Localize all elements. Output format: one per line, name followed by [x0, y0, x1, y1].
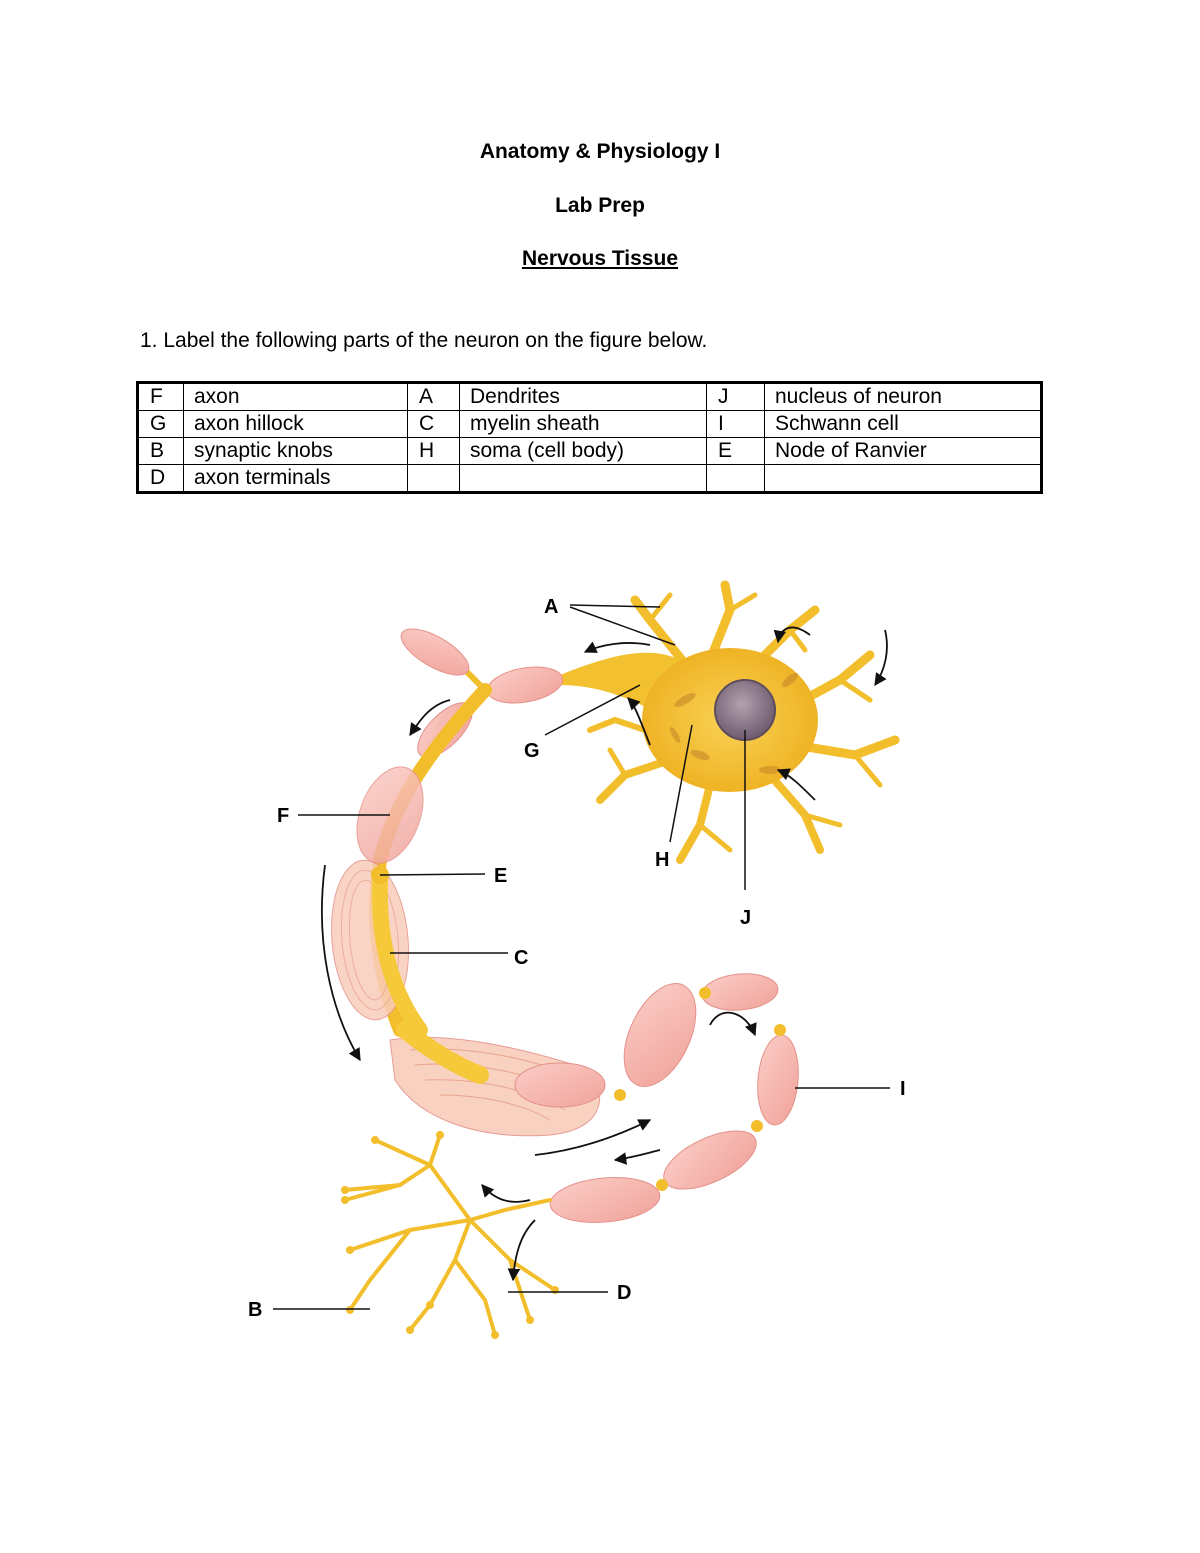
key-term: axon hillock — [183, 410, 408, 438]
key-letter: D — [137, 464, 184, 493]
key-letter: F — [137, 382, 184, 411]
nodes-of-ranvier — [614, 987, 786, 1191]
key-letter: B — [137, 437, 184, 465]
organelles — [669, 672, 799, 774]
key-letter — [407, 464, 460, 493]
label-d: D — [617, 1282, 631, 1304]
label-b: B — [248, 1299, 262, 1321]
label-h: H — [655, 849, 669, 871]
axon — [396, 1021, 489, 1084]
key-letter: J — [706, 382, 765, 411]
key-term — [459, 464, 707, 493]
schwann-cells — [549, 973, 799, 1223]
key-term: soma (cell body) — [459, 437, 707, 465]
label-key-table: F axon A Dendrites J nucleus of neuron G… — [136, 381, 1043, 494]
table-row: G axon hillock C myelin sheath I Schwann… — [137, 410, 1042, 438]
table-row: F axon A Dendrites J nucleus of neuron — [137, 382, 1042, 411]
key-term — [764, 464, 1042, 493]
label-j: J — [740, 907, 751, 929]
key-letter: C — [407, 410, 460, 438]
label-c: C — [514, 947, 528, 969]
table-row: D axon terminals — [137, 464, 1042, 493]
question-text: 1. Label the following parts of the neur… — [140, 329, 708, 352]
key-letter: I — [706, 410, 765, 438]
topic-title: Nervous Tissue — [521, 247, 678, 270]
label-e: E — [494, 865, 507, 887]
label-f: F — [277, 805, 289, 827]
schwann-cell-segment — [486, 666, 564, 704]
leader-lines — [273, 604, 890, 1310]
flow-arrows — [321, 626, 888, 1282]
label-g: G — [524, 740, 540, 762]
dendrites — [587, 580, 900, 864]
page-subtitle: Lab Prep — [555, 194, 645, 217]
key-term: myelin sheath — [459, 410, 707, 438]
key-letter: A — [407, 382, 460, 411]
key-letter: H — [407, 437, 460, 465]
label-i: I — [900, 1078, 906, 1100]
axon-terminals — [343, 1133, 557, 1337]
key-term: axon — [183, 382, 408, 411]
label-a: A — [544, 596, 558, 618]
key-term: axon terminals — [183, 464, 408, 493]
key-term: nucleus of neuron — [764, 382, 1042, 411]
key-term: Dendrites — [459, 382, 707, 411]
course-title: Anatomy & Physiology I — [479, 140, 721, 163]
table-row: B synaptic knobs H soma (cell body) E No… — [137, 437, 1042, 465]
key-term: synaptic knobs — [183, 437, 408, 465]
key-term: Node of Ranvier — [764, 437, 1042, 465]
synaptic-knobs — [341, 1131, 559, 1339]
schwann-cell-segment — [514, 1062, 606, 1108]
key-letter: G — [137, 410, 184, 438]
neuron-diagram: A G F E C H J I D B — [248, 580, 906, 1339]
axon — [371, 872, 428, 1038]
key-letter: E — [706, 437, 765, 465]
axon-collateral — [400, 628, 488, 693]
key-term: Schwann cell — [764, 410, 1042, 438]
key-letter — [706, 464, 765, 493]
